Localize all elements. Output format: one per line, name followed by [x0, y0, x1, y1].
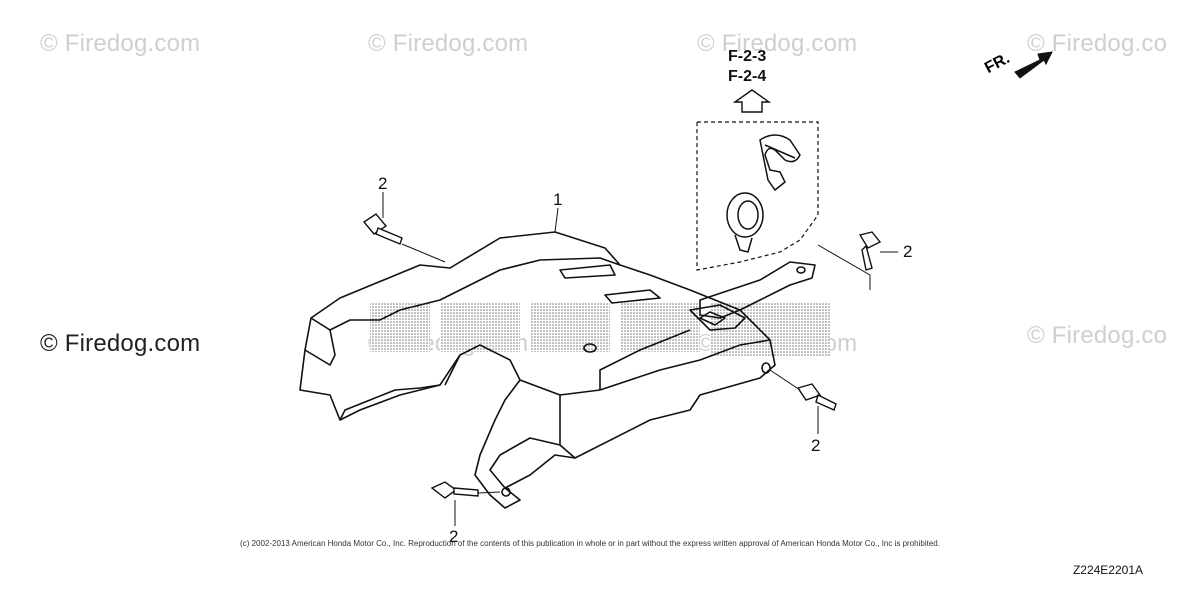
- flange-bolt-top-left: [362, 213, 403, 245]
- flange-bolt-bottom: [430, 481, 479, 499]
- honda-logo-watermark: [370, 302, 830, 357]
- callout-bolt-bottom: 2: [449, 527, 459, 546]
- harness-clamp-band: [759, 134, 801, 192]
- flange-bolt-right-lower: [796, 383, 837, 411]
- copyright-notice: (c) 2002-2013 American Honda Motor Co., …: [240, 539, 940, 548]
- leader-lines: [382, 192, 898, 526]
- flange-bolt-right-upper: [858, 231, 882, 271]
- front-direction-arrow-icon: [1014, 51, 1053, 79]
- callout-bolt-right-lower: 2: [811, 436, 821, 455]
- diagram-id: Z224E2201A: [1072, 563, 1143, 577]
- callout-bolt-right-upper: 2: [903, 242, 913, 261]
- reference-arrow-icon: [732, 89, 772, 113]
- callout-bolt-top-left: 2: [378, 174, 388, 193]
- watermark: © Firedog.com: [368, 30, 529, 57]
- bracket-stay: [699, 261, 816, 319]
- clamp-group-box: [696, 121, 871, 290]
- watermark: © Firedog.com: [697, 30, 858, 57]
- callout-part-1: 1: [553, 190, 563, 209]
- reference-label-a: F-2-3: [728, 48, 767, 65]
- harness-clamp-ring: [726, 192, 764, 253]
- watermark: © Firedog.com: [40, 30, 201, 57]
- watermark: © Firedog.com: [40, 330, 201, 357]
- watermark: © Firedog.co: [1027, 322, 1168, 349]
- engine-cover-part: [299, 231, 776, 509]
- reference-label-b: F-2-4: [728, 68, 767, 85]
